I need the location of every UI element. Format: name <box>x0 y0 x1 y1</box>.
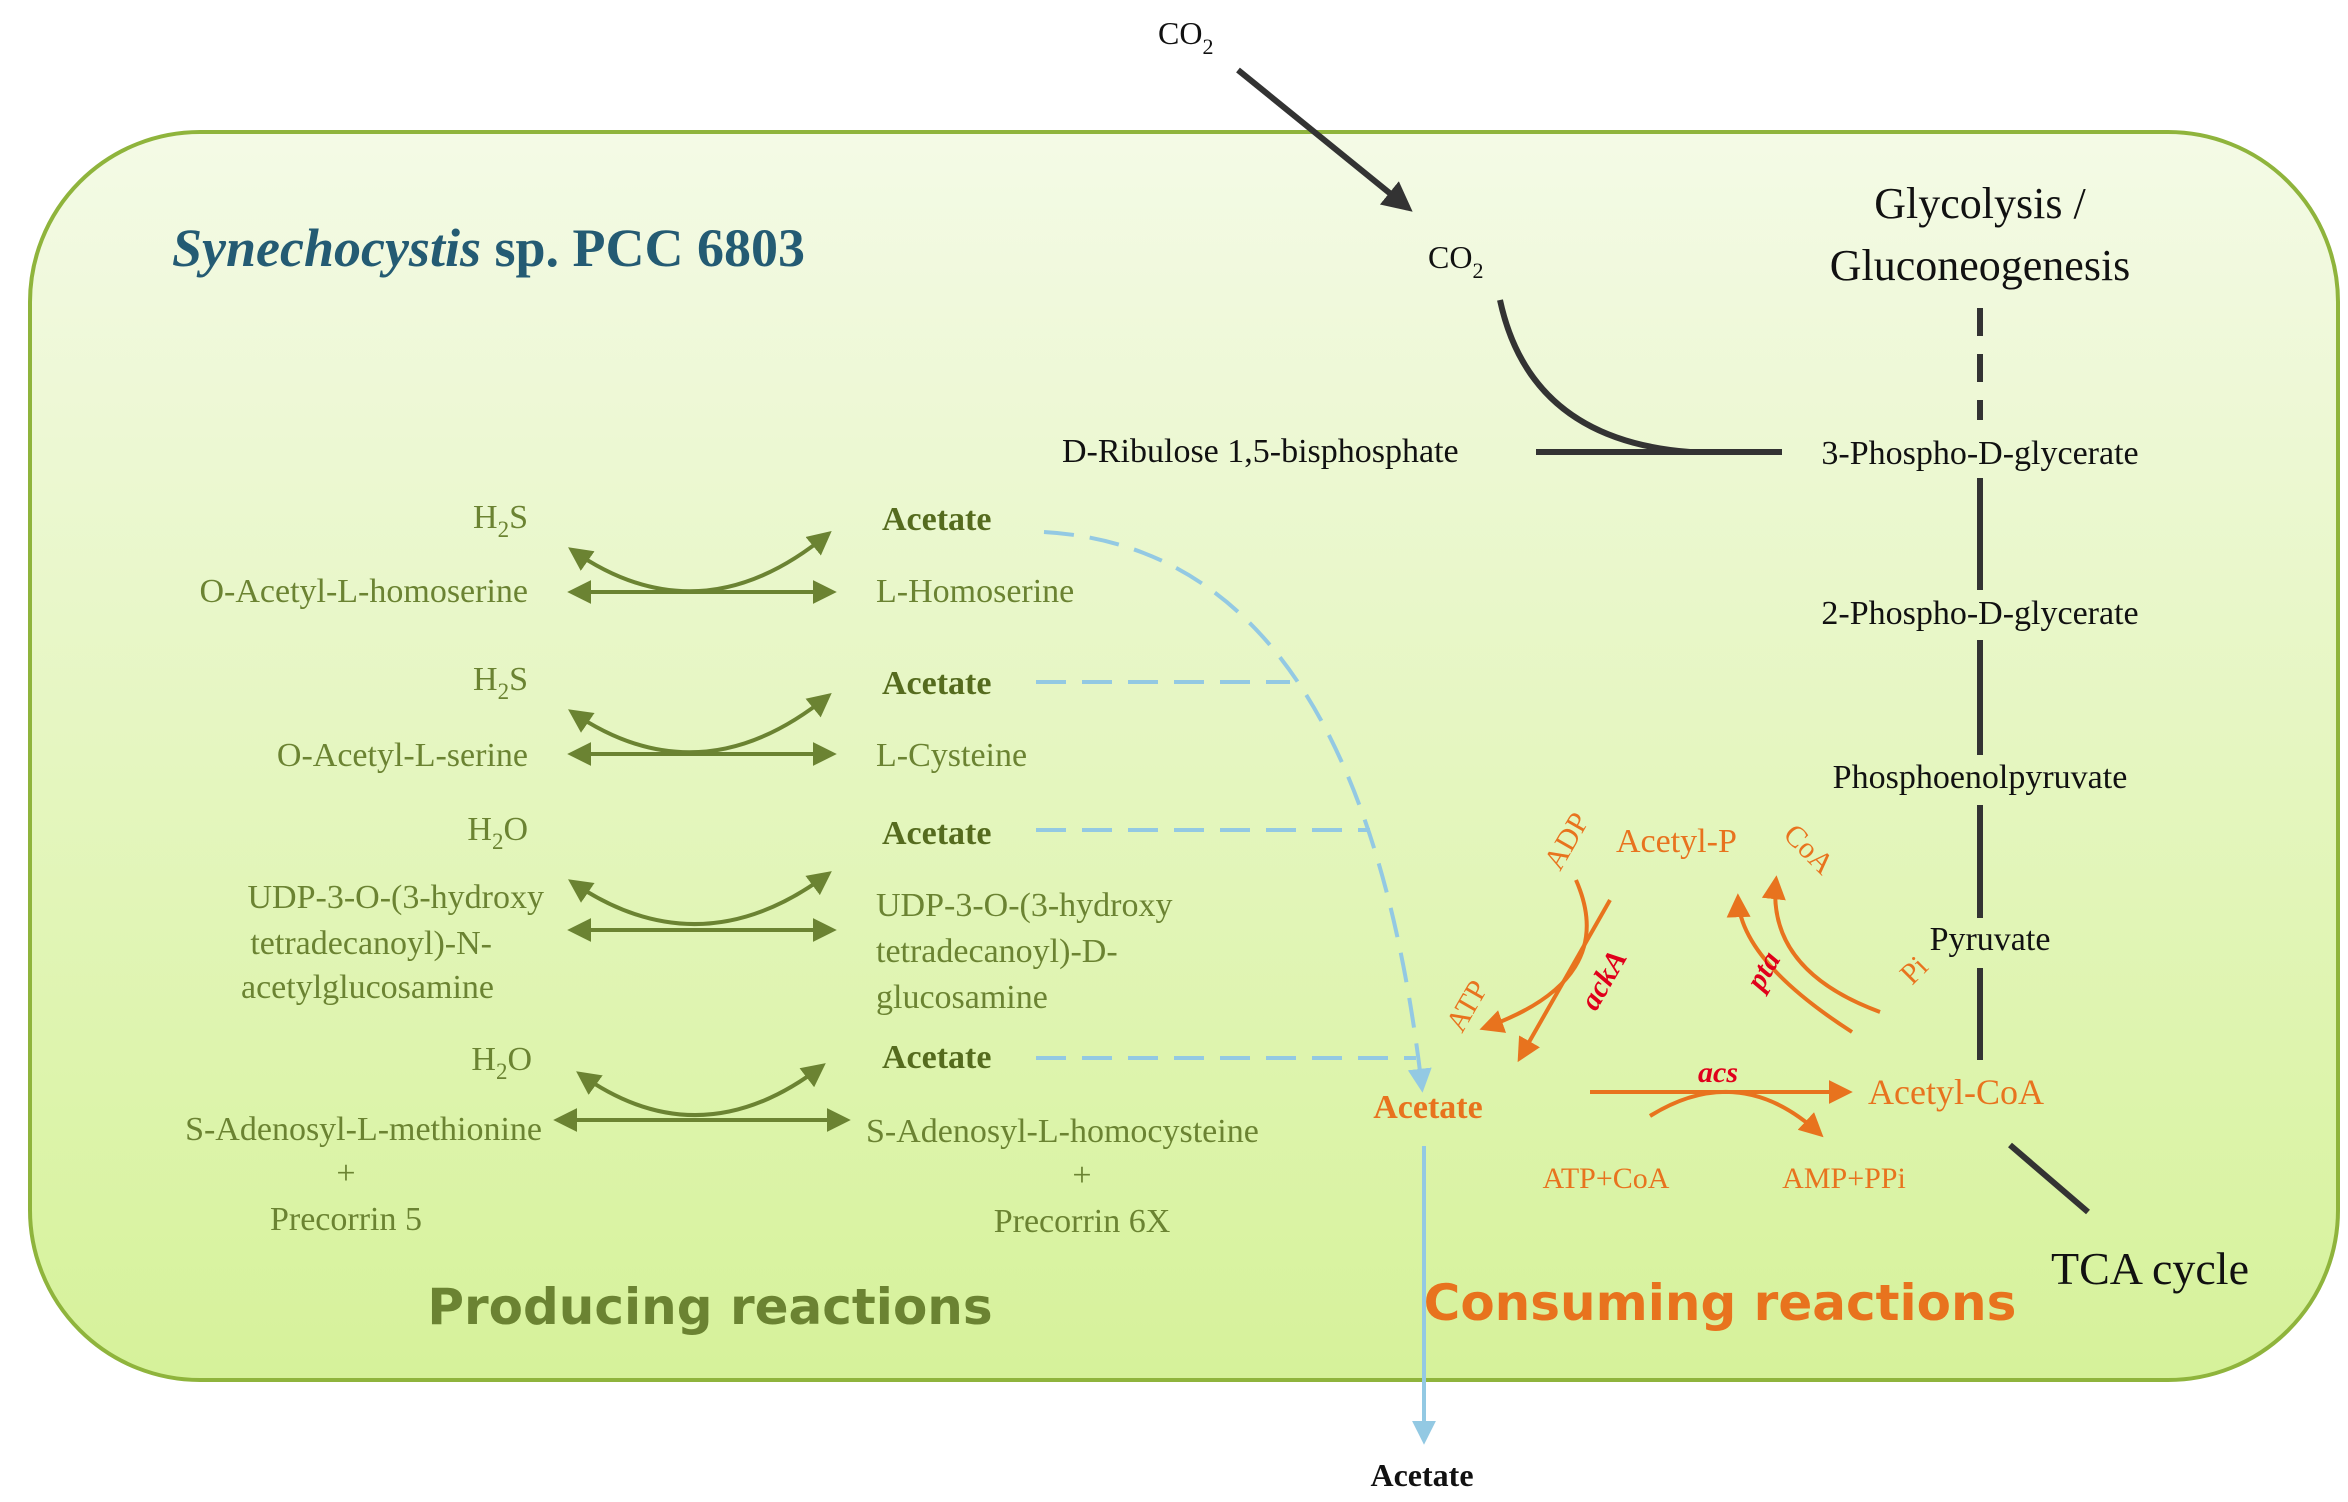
producing-reaction-3: H2O UDP-3-O-(3-hydroxy tetradecanoyl)-N-… <box>241 811 1173 1016</box>
pep-label: Phosphoenolpyruvate <box>1833 759 2128 796</box>
glycolysis-title-line2: Gluconeogenesis <box>1830 241 2131 290</box>
substrate-line-1: UDP-3-O-(3-hydroxy <box>247 879 544 916</box>
substrate-line-1: S-Adenosyl-L-methionine <box>185 1111 542 1148</box>
co2-uptake-arrow <box>1236 67 1413 212</box>
pga3-label: 3-Phospho-D-glycerate <box>1821 435 2138 472</box>
pi-to-coa-arrow <box>1761 875 1881 1014</box>
product-plus: + <box>1072 1157 1091 1194</box>
co2-inside-label: CO2 <box>1428 239 1483 283</box>
cosubstrate-h2o-4: H2O <box>471 1041 532 1084</box>
acetate-product-label: Acetate <box>882 665 991 702</box>
cosubstrate-h2s-2: H2S <box>473 661 528 704</box>
cosubstrate-h2s-1: H2S <box>473 499 528 542</box>
product-line-1: UDP-3-O-(3-hydroxy <box>876 887 1173 924</box>
substrate-label: O-Acetyl-L-serine <box>277 737 528 774</box>
co2-fixation-curve <box>1497 299 1691 455</box>
adp-to-atp-arrow <box>1479 879 1589 1033</box>
substrate-line-3: acetylglucosamine <box>241 969 494 1006</box>
product-line-2: tetradecanoyl)-D- <box>876 933 1118 970</box>
acetate-pool-flow-1 <box>1043 530 1432 1093</box>
pta-arrow <box>1726 893 1854 1034</box>
atp-coa-label: ATP+CoA <box>1543 1162 1670 1195</box>
acetyl-p-label: Acetyl-P <box>1616 823 1737 860</box>
product-line-3: Precorrin 6X <box>994 1203 1171 1240</box>
acetate-product-label: Acetate <box>882 815 991 852</box>
substrate-plus: + <box>336 1155 355 1192</box>
amp-ppi-label: AMP+PPi <box>1782 1162 1906 1195</box>
tca-cycle-label: TCA cycle <box>2051 1243 2249 1294</box>
co2-outside-label: CO2 <box>1158 15 1213 59</box>
product-label: L-Cysteine <box>876 737 1027 774</box>
product-line-1: S-Adenosyl-L-homocysteine <box>866 1113 1259 1150</box>
glycolysis-title-line1: Glycolysis / <box>1874 179 2086 228</box>
pga2-label: 2-Phospho-D-glycerate <box>1821 595 2138 632</box>
central-acetate-label: Acetate <box>1373 1089 1482 1126</box>
acetate-product-label: Acetate <box>882 501 991 538</box>
ribulose-label: D-Ribulose 1,5-bisphosphate <box>1062 433 1459 470</box>
producing-reaction-1: H2S O-Acetyl-L-homoserine Acetate L-Homo… <box>199 499 1074 610</box>
producing-reaction-4: H2O S-Adenosyl-L-methionine + Precorrin … <box>185 1039 1259 1240</box>
organism-title: Synechocystis sp. PCC 6803 <box>172 218 805 278</box>
cosubstrate-h2o-3: H2O <box>467 811 528 854</box>
substrate-line-2: tetradecanoyl)-N- <box>250 925 492 962</box>
product-label: L-Homoserine <box>876 573 1074 610</box>
pyruvate-label: Pyruvate <box>1930 921 2051 958</box>
exported-acetate-label: Acetate <box>1370 1457 1473 1493</box>
acetate-product-label: Acetate <box>882 1039 991 1076</box>
substrate-line-3: Precorrin 5 <box>270 1201 422 1238</box>
substrate-label: O-Acetyl-L-homoserine <box>199 573 528 610</box>
acs-enzyme-label: acs <box>1698 1056 1738 1089</box>
consuming-reactions-heading: Consuming reactions <box>1424 1274 2017 1332</box>
atp-coa-to-amp-arrow <box>1648 1090 1824 1138</box>
producing-reactions-heading: Producing reactions <box>427 1278 992 1336</box>
producing-reaction-2: H2S O-Acetyl-L-serine Acetate L-Cysteine <box>277 661 1027 774</box>
acetyl-coa-label: Acetyl-CoA <box>1868 1072 2044 1112</box>
acetylcoa-to-tca-line <box>2008 1142 2090 1215</box>
product-line-3: glucosamine <box>876 979 1048 1016</box>
